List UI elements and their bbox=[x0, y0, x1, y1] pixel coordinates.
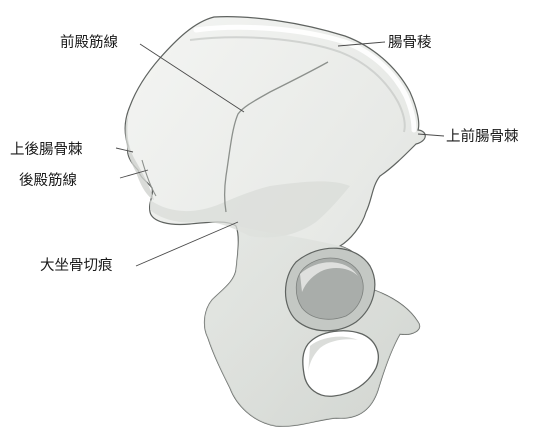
label-anterior-gluteal-line: 前殿筋線 bbox=[60, 34, 118, 52]
leader-greater-sciatic-notch bbox=[136, 222, 238, 266]
label-greater-sciatic-notch: 大坐骨切痕 bbox=[40, 257, 113, 275]
label-posterior-gluteal-line: 後殿筋線 bbox=[19, 172, 77, 190]
label-posterior-superior-iliac-spine: 上後腸骨棘 bbox=[10, 141, 83, 159]
label-anterior-superior-iliac-spine: 上前腸骨棘 bbox=[446, 128, 519, 146]
label-iliac-crest: 腸骨稜 bbox=[388, 34, 432, 52]
